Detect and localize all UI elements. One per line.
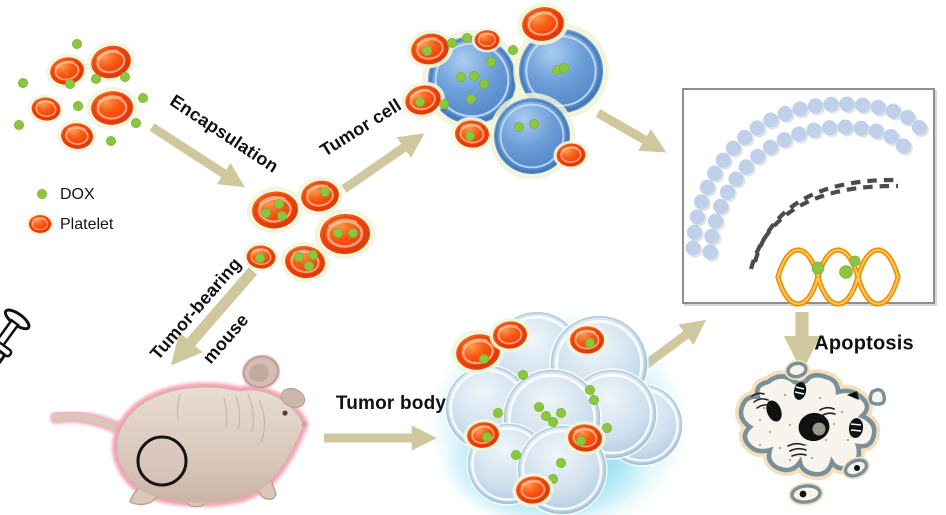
encapsulation-arrow <box>149 123 245 188</box>
apoptotic-cell <box>735 359 887 506</box>
tumor-site-circle <box>136 435 188 487</box>
syringe-icon <box>0 308 31 401</box>
mouse-skin-folds <box>176 393 266 443</box>
tumor-cell-arrow <box>341 133 425 193</box>
platelet-icon <box>81 35 141 89</box>
mouse-ear <box>280 387 306 409</box>
legend-platelet-label: Platelet <box>60 216 114 233</box>
cell-membrane-beads <box>685 96 932 262</box>
cells-to-box-arrow <box>595 109 667 153</box>
mouse-illustration <box>50 354 309 508</box>
mouse-eye <box>282 410 288 416</box>
dox-dot-icon <box>839 265 853 279</box>
tumor-body-label: Tumor body <box>335 393 447 414</box>
apoptotic-blebs <box>784 359 887 506</box>
tumor-cell-cluster <box>395 0 611 181</box>
free-platelet-cluster <box>13 35 149 155</box>
legend-dox-label: DOX <box>60 186 95 203</box>
dox-dot-icon <box>37 188 47 200</box>
dox-dot-icon <box>811 261 825 275</box>
mouse-body <box>116 386 305 503</box>
dox-loaded-platelets <box>241 172 379 287</box>
platelet-icon <box>25 91 67 127</box>
platelet-icon <box>25 212 55 236</box>
tumor-bearing-mouse-arrow <box>170 267 258 366</box>
dox-dot-icon <box>849 255 861 267</box>
fragmentation-marks <box>751 392 836 457</box>
platelet-icon <box>54 117 100 155</box>
platelet-icon <box>83 83 141 133</box>
mouse-nose <box>301 421 307 427</box>
mechanism-box <box>682 88 937 307</box>
dna-helix <box>775 247 901 307</box>
legend-swatches <box>25 188 55 236</box>
apoptosis-label: Apoptosis <box>814 332 914 355</box>
tumor-body-illustration <box>428 309 688 515</box>
nuclear-membrane-dashed <box>748 177 899 270</box>
